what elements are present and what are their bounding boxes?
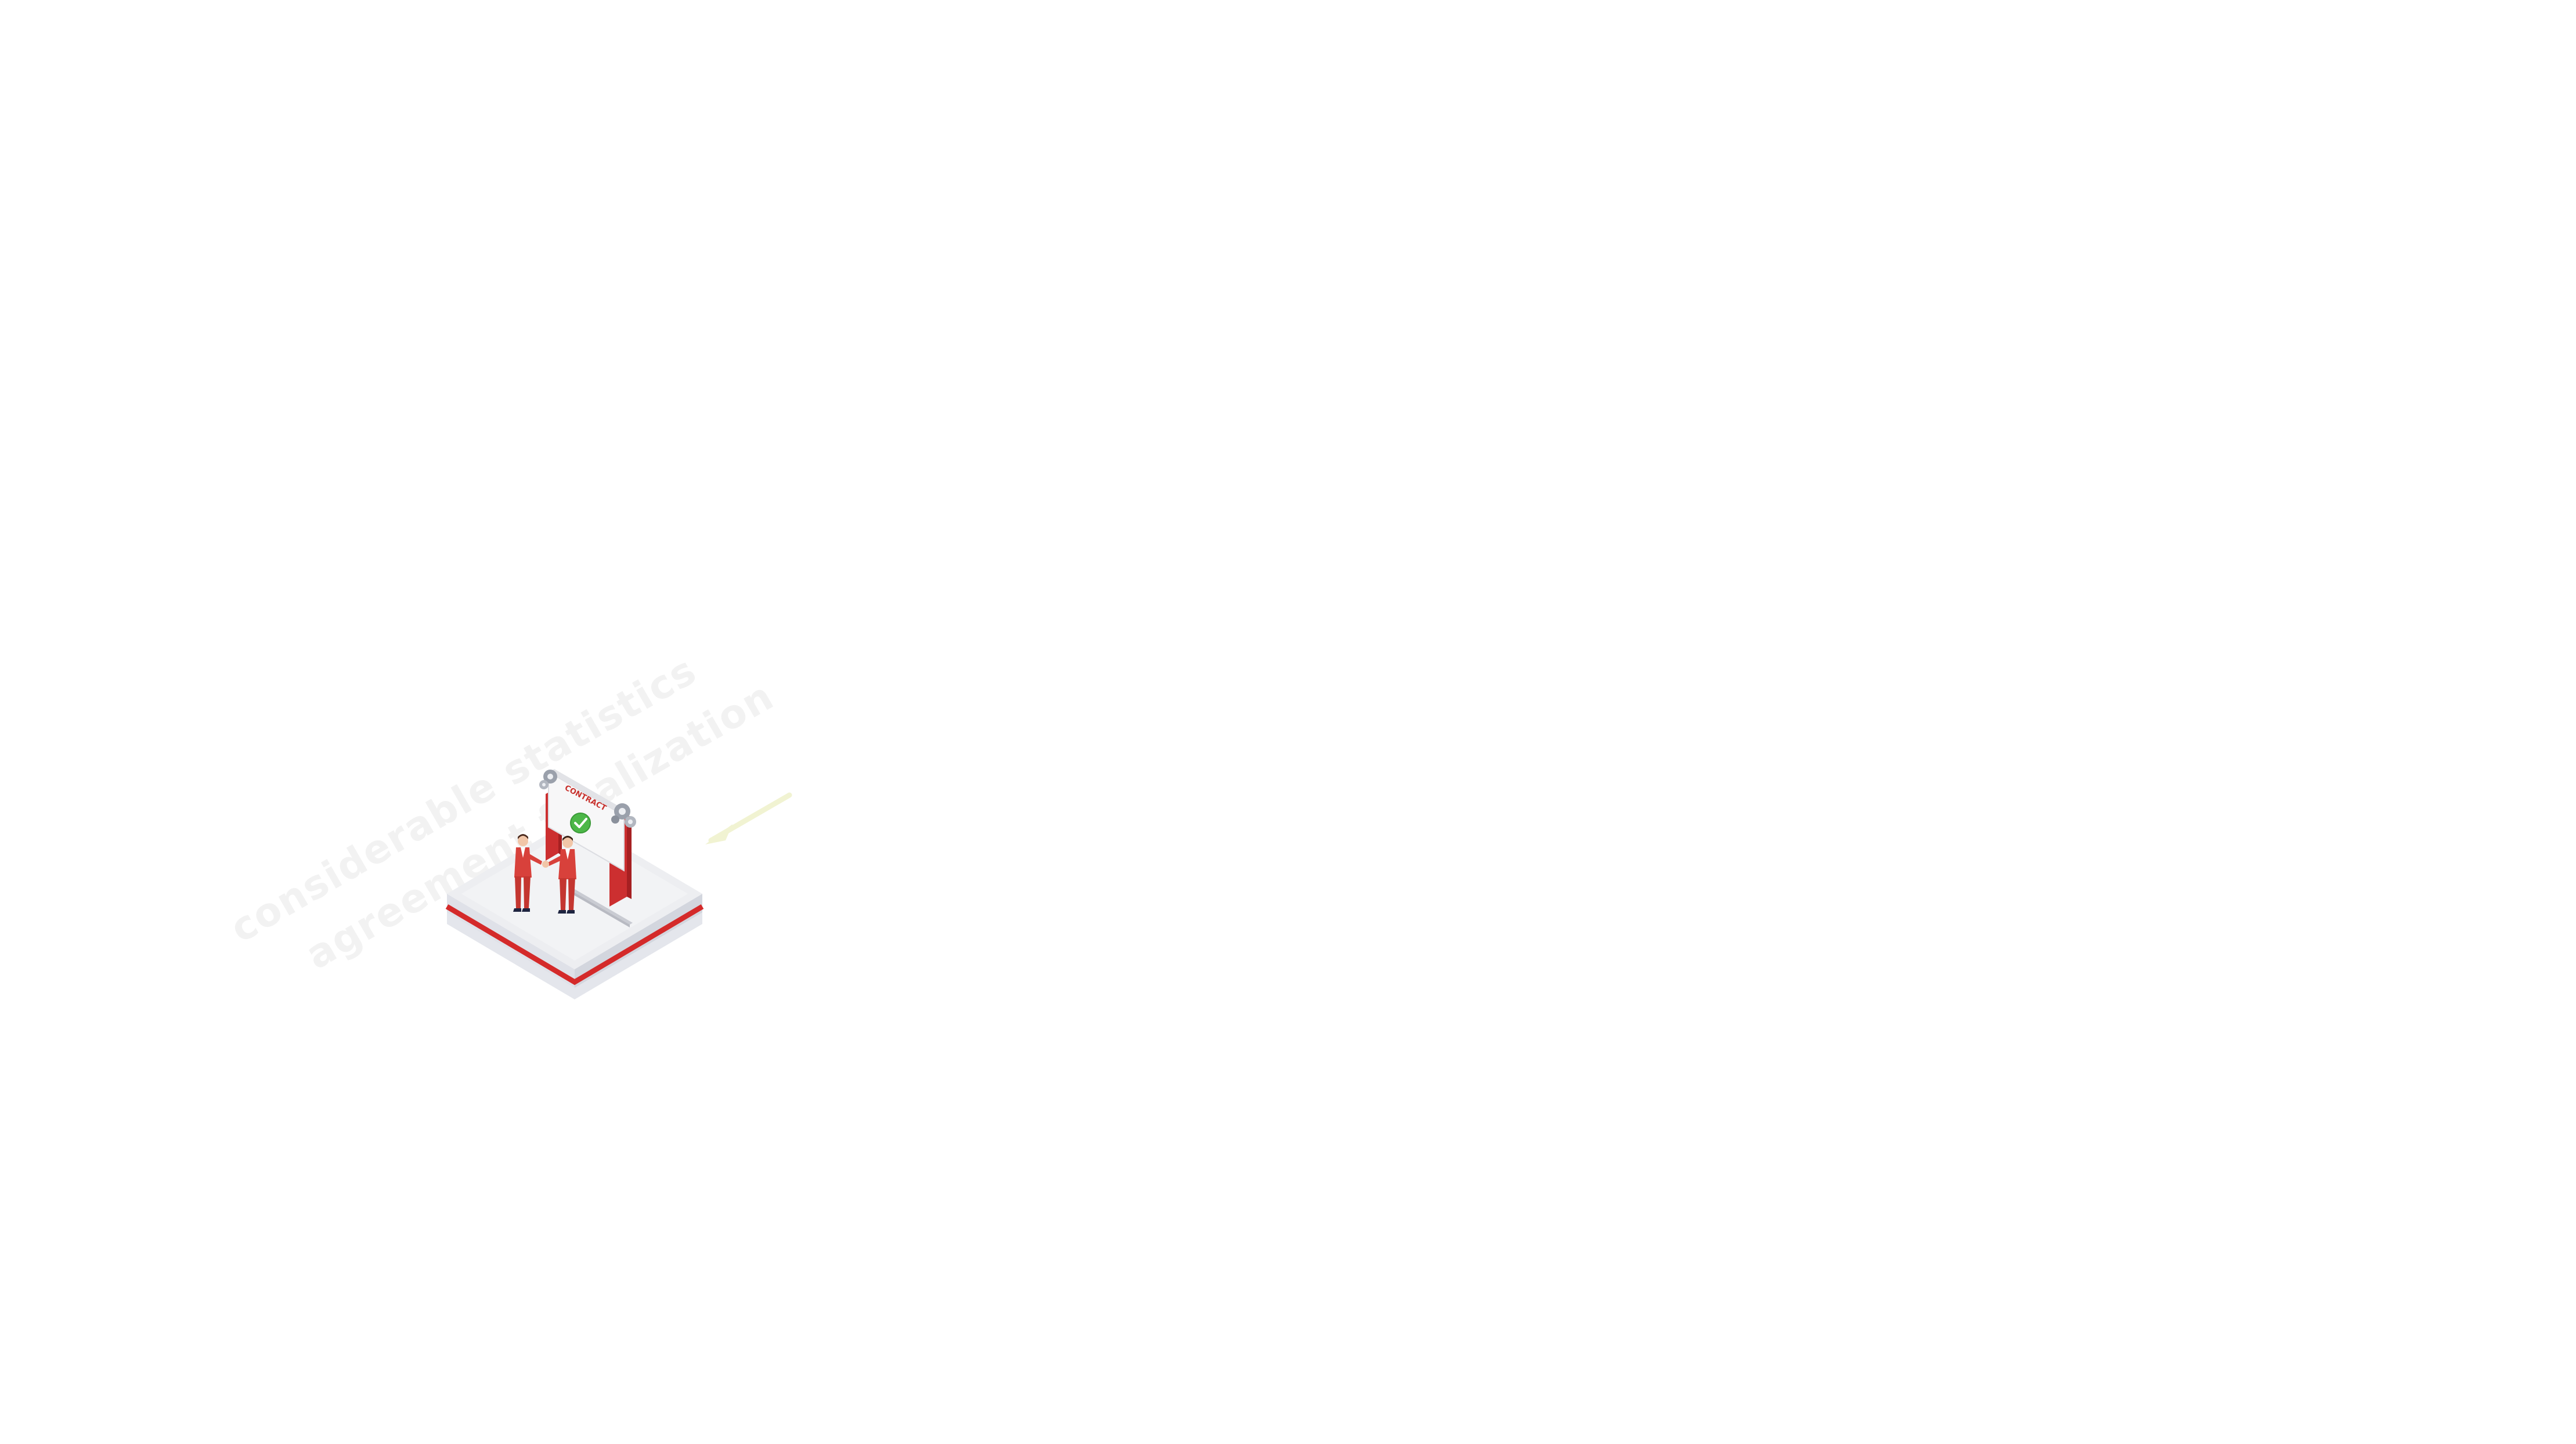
contract-board: CONTRACT	[546, 769, 633, 927]
businessman-right	[542, 836, 576, 914]
gear-icon	[611, 803, 636, 828]
arrow-icon	[705, 792, 792, 844]
checkmark-icon	[570, 813, 591, 833]
gear-icon	[539, 770, 557, 789]
businessman-left	[513, 834, 542, 912]
